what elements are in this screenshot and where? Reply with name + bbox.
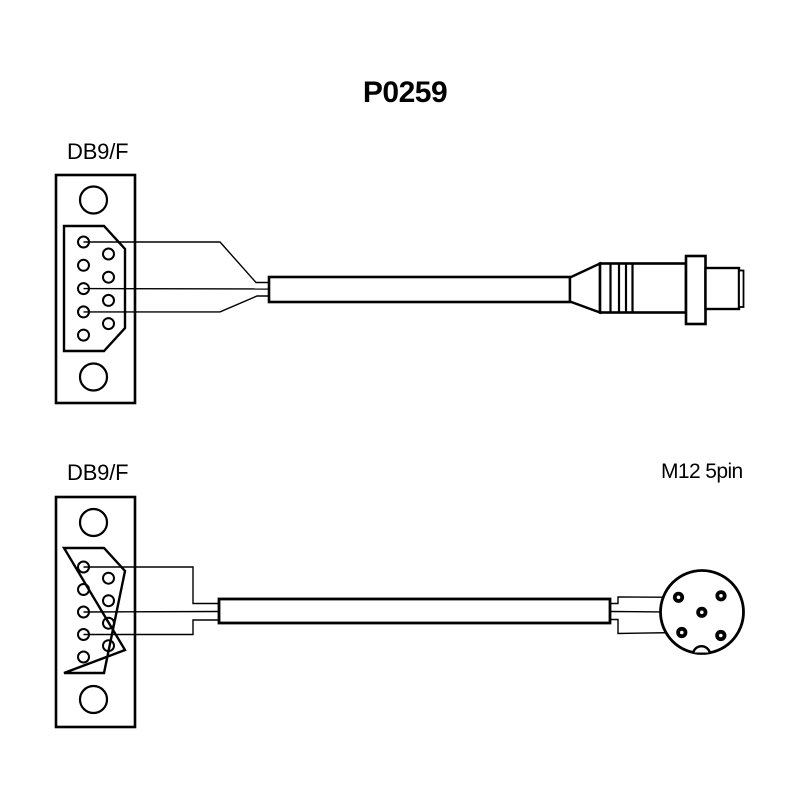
mounting-hole (78, 507, 109, 538)
strain-relief-boot (568, 261, 602, 315)
dsub-shell-outline (61, 546, 127, 675)
pin-hole (102, 270, 115, 284)
pin-contact (715, 590, 727, 602)
pin-contacts (672, 590, 727, 642)
pin-hole (102, 571, 115, 585)
wire-lines (83, 566, 220, 636)
knurl-lines (609, 263, 634, 313)
m12-male-side-drawing (568, 254, 745, 326)
pin-holes (77, 560, 115, 664)
m12-face-drawing (659, 569, 745, 655)
mounting-hole (78, 362, 109, 392)
threaded-tip (704, 266, 741, 311)
cable-line (217, 597, 612, 625)
pin-hole (77, 235, 90, 249)
pin-contact (672, 591, 685, 603)
pin-hole (102, 293, 115, 307)
top-db9-connector-drawing (54, 173, 137, 405)
pin-hole (77, 282, 90, 296)
dsub-shell-outline (62, 224, 127, 353)
wire-line (83, 241, 269, 284)
wire-line (610, 618, 682, 635)
pin-hole (77, 650, 90, 664)
pin-holes (77, 235, 115, 342)
pin-hole (102, 594, 115, 608)
pin-contact (715, 629, 727, 642)
wire-line (83, 619, 219, 636)
connector-body (598, 262, 688, 314)
cable-line (267, 275, 572, 304)
pin-hole (77, 258, 90, 272)
wire-line (83, 610, 220, 613)
mounting-hole (78, 185, 109, 215)
top-cable-assembly (54, 173, 745, 405)
pin-hole (102, 616, 115, 630)
wire-lines (83, 241, 270, 313)
db9-body-outline (54, 173, 137, 405)
pin-contact (676, 626, 688, 639)
mounting-flange (684, 254, 707, 326)
pin-hole (77, 583, 90, 596)
wire-line (83, 566, 219, 605)
bottom-db9-connector-drawing (54, 495, 137, 729)
pin-hole (102, 639, 115, 653)
db9-body-outline (54, 495, 137, 729)
bottom-db9-label: DB9/F (67, 460, 129, 485)
mounting-hole (78, 684, 109, 715)
tip-end (738, 269, 745, 308)
wire-line (610, 596, 679, 605)
pin-hole (77, 605, 90, 619)
pin-hole (102, 247, 115, 261)
pin-contact (696, 606, 708, 618)
keying-notch (692, 644, 711, 653)
top-db9-label: DB9/F (67, 139, 129, 164)
pin-hole (77, 560, 90, 574)
pin-hole (102, 317, 115, 331)
bottom-cable-assembly (54, 495, 745, 729)
wire-line (83, 295, 269, 313)
pin-hole (77, 328, 90, 342)
pin-hole (77, 305, 90, 319)
pin-hole (77, 628, 90, 641)
bottom-m12-label: M12 5pin (661, 460, 743, 483)
page-title: P0259 (362, 76, 448, 109)
